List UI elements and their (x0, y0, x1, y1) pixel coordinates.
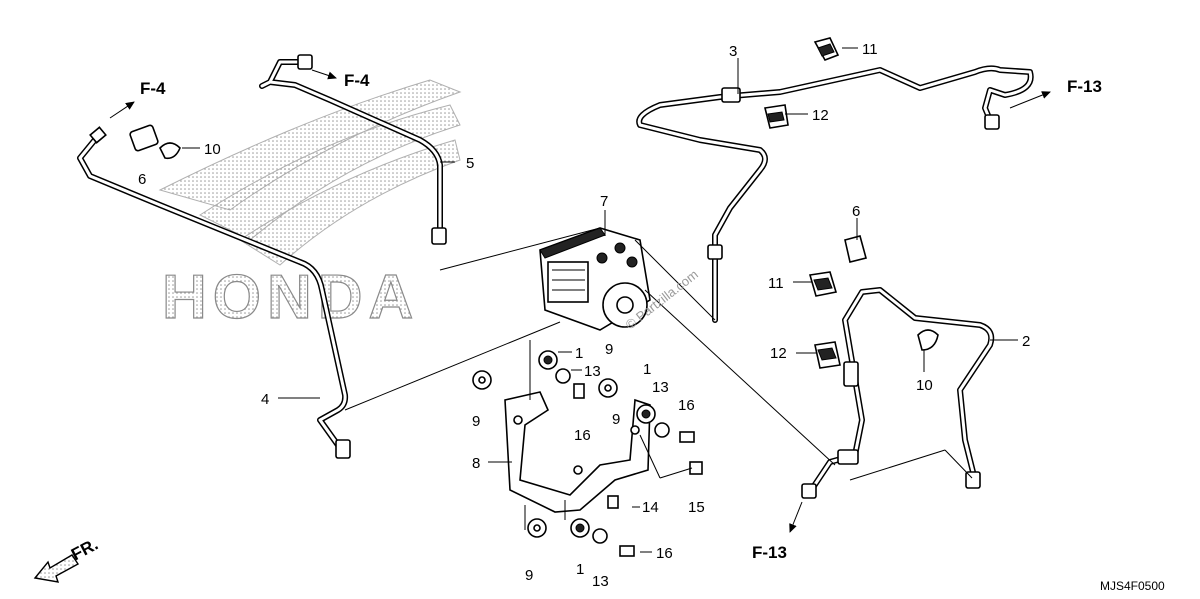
part-label-14: 14 (642, 499, 659, 516)
part-label-13-b: 13 (652, 379, 669, 396)
ref-f13-bottom: F-13 (752, 543, 787, 562)
part-label-13-c: 13 (592, 573, 609, 590)
part-label-13-a: 13 (584, 363, 601, 380)
part-label-2: 2 (1022, 333, 1030, 350)
wing-shape-2 (198, 104, 461, 241)
part-label-12-b: 12 (770, 345, 787, 362)
honda-logo: HONDA (158, 79, 462, 333)
bolt-16-c[interactable] (619, 545, 635, 557)
clamp-12-top[interactable] (764, 104, 789, 129)
clamp-6-left[interactable] (129, 124, 159, 152)
collar-13-a[interactable] (555, 368, 571, 384)
bolt-16-a[interactable] (573, 383, 585, 399)
bolt-14[interactable] (607, 495, 619, 509)
washer-9-c[interactable] (527, 518, 547, 538)
part-label-9-d: 9 (612, 411, 620, 428)
bolt-15[interactable] (689, 461, 703, 475)
brake-pipe-2[interactable] (801, 287, 995, 499)
part-label-1-b: 1 (643, 361, 651, 378)
brake-pipe-3[interactable] (636, 65, 1034, 323)
leader-lines (182, 47, 1018, 553)
diagram-code: MJS4F0500 (1100, 579, 1165, 593)
logo-text: HONDA (162, 263, 419, 332)
abs-bracket-8[interactable] (504, 391, 651, 513)
washer-9-a[interactable] (472, 370, 492, 390)
ref-f4-left: F-4 (140, 79, 166, 98)
clip-10-left[interactable] (159, 142, 181, 160)
assembly-lines (344, 227, 973, 530)
part-label-5: 5 (466, 155, 474, 172)
collar-13-c[interactable] (592, 528, 608, 544)
grommet-1-c[interactable] (570, 518, 590, 538)
ref-f13-right: F-13 (1067, 77, 1102, 96)
abs-modulator-7[interactable] (539, 227, 651, 331)
part-label-10-b: 10 (916, 377, 933, 394)
clamp-11-right[interactable] (808, 271, 838, 297)
reference-arrows (109, 69, 1051, 533)
part-label-11-b: 11 (768, 275, 784, 292)
part-label-9-c: 9 (525, 567, 533, 584)
front-direction-arrow: FR. (33, 535, 101, 583)
brake-pipe-5[interactable] (259, 54, 447, 245)
ref-f4-top: F-4 (344, 71, 370, 90)
part-label-1-a: 1 (575, 345, 583, 362)
part-label-9-b: 9 (605, 341, 613, 358)
wing-shape-3 (239, 139, 461, 266)
clamp-6-right[interactable] (844, 235, 867, 263)
bolt-16-b[interactable] (679, 431, 695, 443)
part-label-9-a: 9 (472, 413, 480, 430)
brake-pipe-4[interactable] (77, 126, 351, 459)
part-label-6-b: 6 (852, 203, 860, 220)
collar-13-b[interactable] (654, 422, 670, 438)
part-label-12-a: 12 (812, 107, 829, 124)
washer-9-b[interactable] (598, 378, 618, 398)
grommet-1-a[interactable] (538, 350, 558, 370)
part-label-15: 15 (688, 499, 705, 516)
part-label-7: 7 (600, 193, 608, 210)
grommet-1-b[interactable] (636, 404, 656, 424)
clamp-11-top[interactable] (813, 37, 840, 61)
part-label-1-c: 1 (576, 561, 584, 578)
part-label-3: 3 (729, 43, 737, 60)
clip-10-right[interactable] (917, 329, 939, 351)
part-label-6-a: 6 (138, 171, 146, 188)
part-label-11-a: 11 (862, 41, 878, 58)
part-label-16-c: 16 (656, 545, 673, 562)
part-label-16-a: 16 (574, 427, 591, 444)
part-label-4: 4 (261, 391, 269, 408)
part-label-10-a: 10 (204, 141, 221, 158)
part-label-16-b: 16 (678, 397, 695, 414)
part-label-8: 8 (472, 455, 480, 472)
clamp-12-right[interactable] (814, 341, 841, 369)
